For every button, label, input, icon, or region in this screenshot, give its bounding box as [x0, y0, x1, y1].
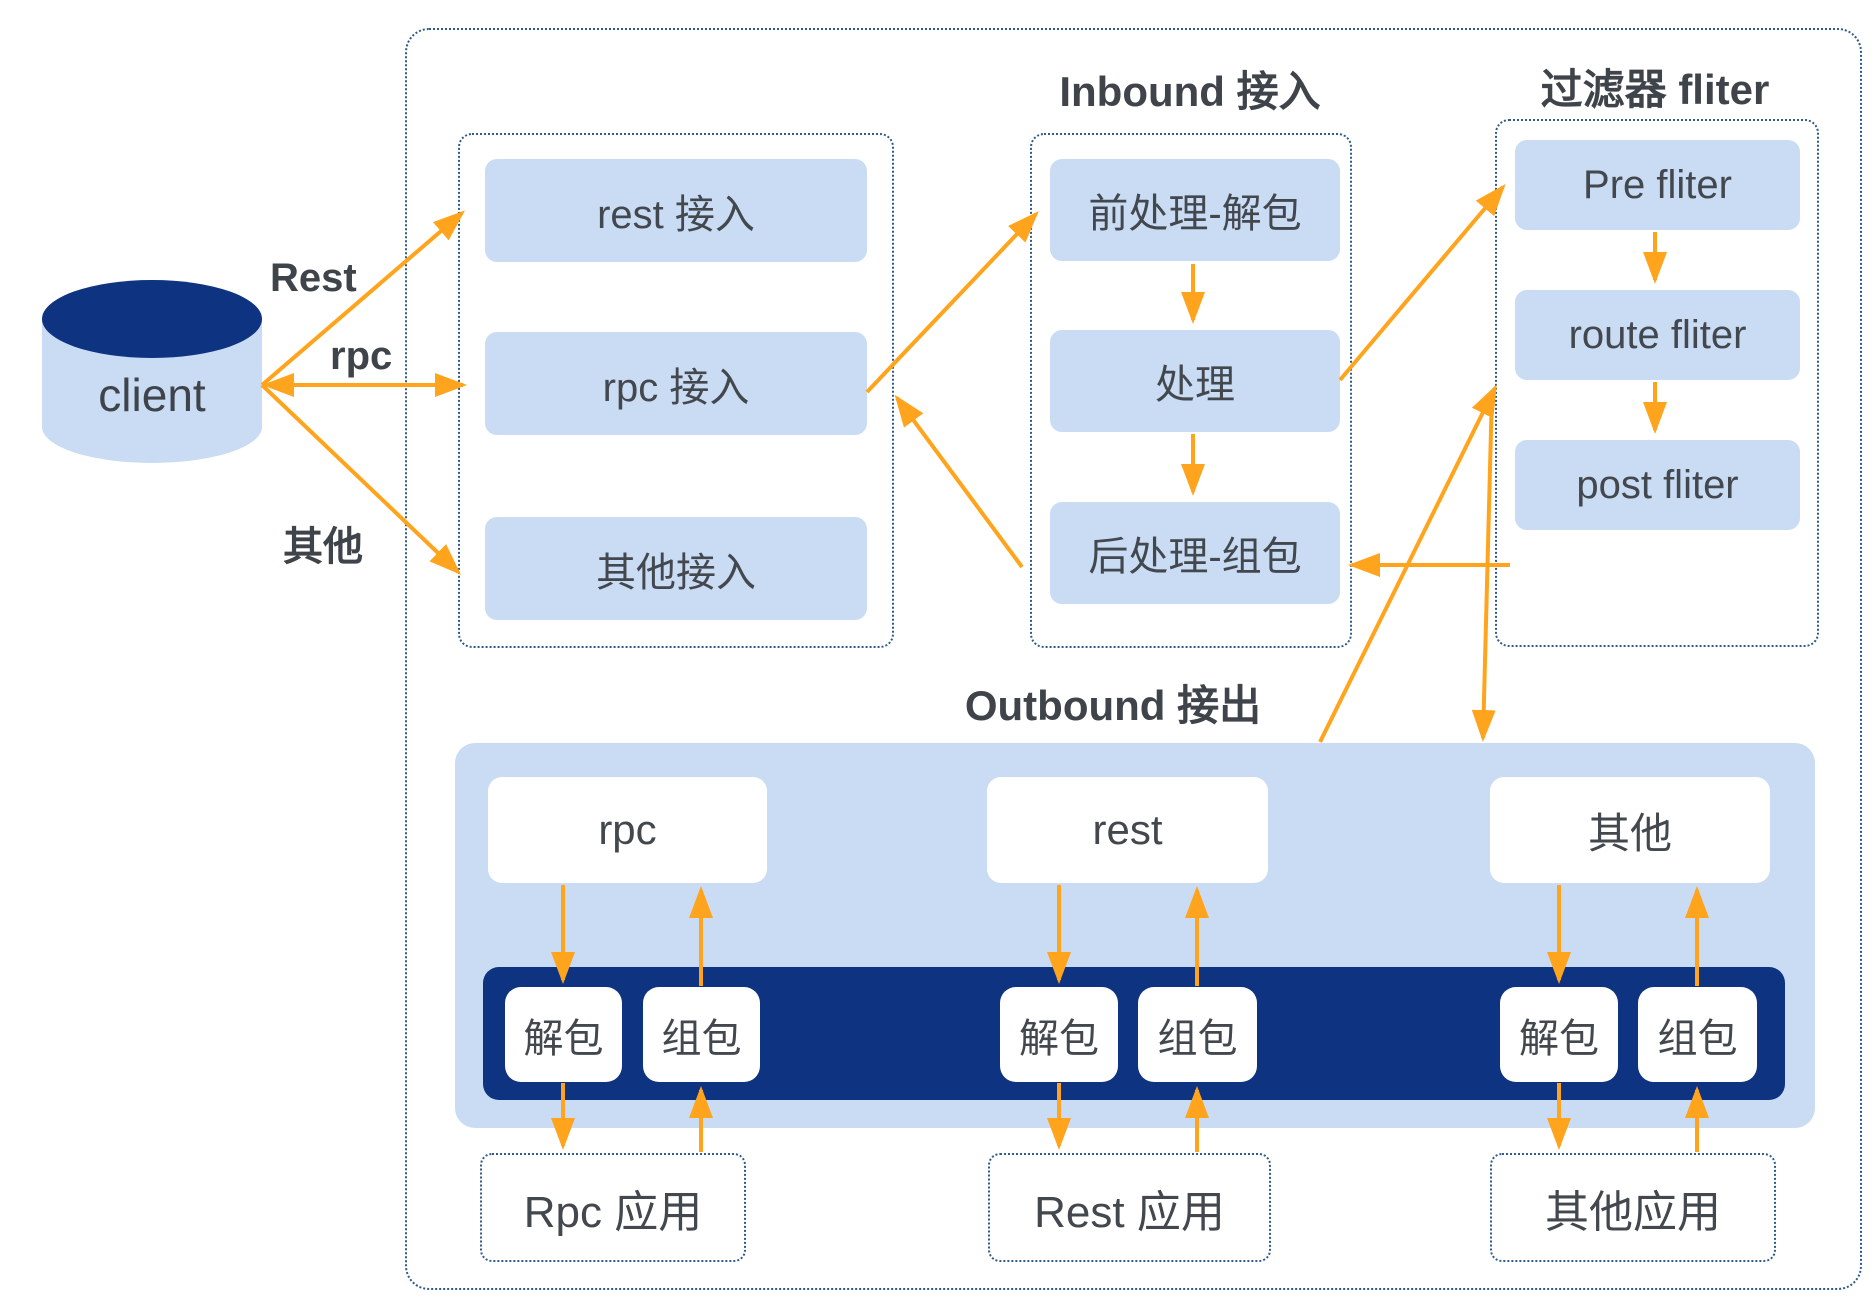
outer-dashed-container: [405, 28, 1862, 1290]
other-unpack-box: 解包: [1500, 987, 1618, 1082]
edge-label-other: 其他: [283, 525, 363, 569]
inbound-post-pack-box: 后处理-组包: [1050, 502, 1340, 604]
post-filter-box: post fliter: [1515, 440, 1800, 530]
client-label: client: [98, 369, 206, 421]
other-pack-box: 组包: [1638, 987, 1757, 1082]
outbound-rest-box: rest: [987, 777, 1268, 883]
edge-label-rest: Rest: [270, 256, 357, 300]
route-filter-box: route fliter: [1515, 290, 1800, 380]
inbound-title: Inbound 接入: [1059, 68, 1321, 115]
access-group-box: rest 接入 rpc 接入 其他接入: [458, 133, 894, 648]
rest-unpack-box: 解包: [1000, 987, 1118, 1082]
rpc-access-box: rpc 接入: [485, 332, 867, 435]
filter-title: 过滤器 fliter: [1540, 66, 1770, 113]
rpc-pack-box: 组包: [643, 987, 760, 1082]
client-cylinder-top: [42, 280, 262, 358]
outbound-title: Outbound 接出: [964, 682, 1262, 729]
outbound-rpc-box: rpc: [488, 777, 767, 883]
outbound-container: rpc rest 其他 解包 组包 解包 组包 解包 组包: [455, 743, 1815, 1128]
other-access-box: 其他接入: [485, 517, 867, 620]
inbound-group-box: 前处理-解包 处理 后处理-组包: [1030, 133, 1352, 648]
filter-group-box: Pre fliter route fliter post fliter: [1495, 119, 1819, 647]
pre-filter-box: Pre fliter: [1515, 140, 1800, 230]
outbound-other-box: 其他: [1490, 777, 1770, 883]
rpc-unpack-box: 解包: [505, 987, 622, 1082]
inbound-pre-unpack-box: 前处理-解包: [1050, 159, 1340, 261]
rest-access-box: rest 接入: [485, 159, 867, 262]
rest-app-box: Rest 应用: [988, 1153, 1271, 1262]
rest-pack-box: 组包: [1138, 987, 1257, 1082]
other-app-box: 其他应用: [1490, 1153, 1776, 1262]
inbound-process-box: 处理: [1050, 330, 1340, 432]
pack-unpack-bar: 解包 组包 解包 组包 解包 组包: [483, 967, 1785, 1100]
rpc-app-box: Rpc 应用: [480, 1153, 746, 1262]
edge-label-rpc: rpc: [330, 334, 393, 378]
